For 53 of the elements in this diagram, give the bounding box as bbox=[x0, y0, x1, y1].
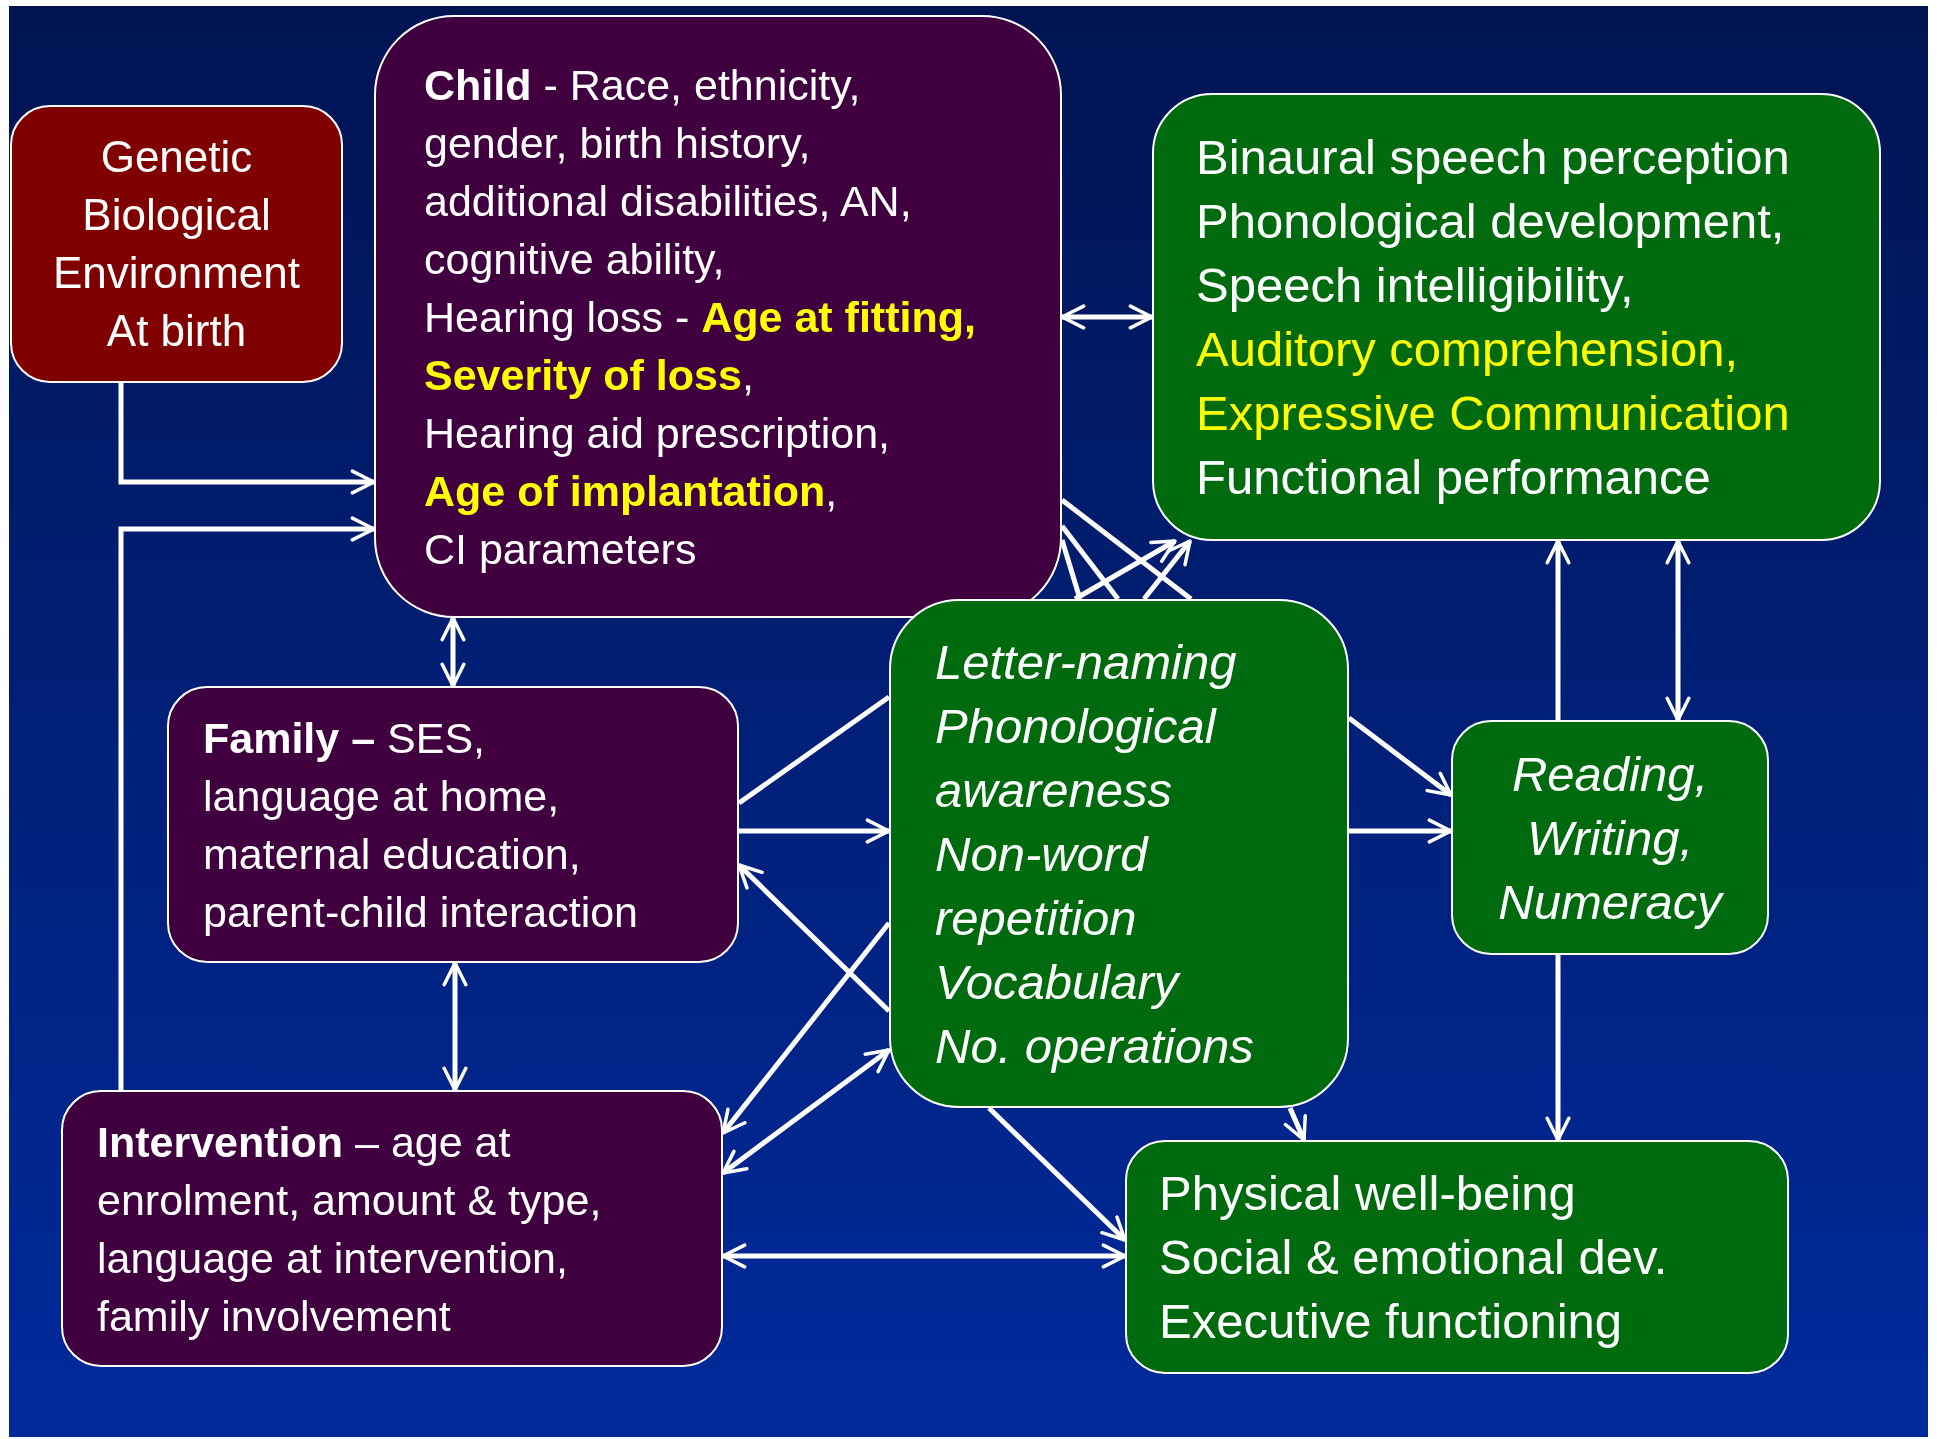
factor-box bbox=[61, 1090, 723, 1367]
skills-box bbox=[889, 599, 1349, 1108]
box-text: Hearing loss - Age at fitting, Severity of loss, bbox=[424, 291, 977, 401]
arrow bbox=[721, 1048, 891, 1175]
arrow bbox=[1545, 539, 1571, 720]
factor-box bbox=[10, 105, 343, 383]
box-text: Letter-naming bbox=[935, 633, 1238, 691]
box-text: Executive functioning bbox=[1159, 1293, 1624, 1350]
factor-box bbox=[167, 686, 739, 963]
factor-box bbox=[374, 15, 1062, 618]
box-text: CI parameters bbox=[424, 523, 698, 575]
box-text: Child - Race, ethnicity, gender, birth history, additional disabilities, AN, cognitive ability, bbox=[424, 59, 913, 285]
arrow bbox=[440, 616, 466, 688]
arrow bbox=[1349, 818, 1453, 844]
box-text: Family – SES, language at home, maternal education, parent-child interaction bbox=[203, 712, 640, 938]
box-text: Reading, Writing, Numeracy bbox=[1497, 745, 1725, 931]
arrow bbox=[1073, 538, 1177, 602]
box-text: Age of implantation, bbox=[424, 465, 839, 517]
arrow bbox=[1283, 1107, 1307, 1142]
box-text: Non-word repetition bbox=[935, 825, 1150, 947]
arrow bbox=[721, 921, 891, 1135]
arrow bbox=[1665, 539, 1691, 722]
arrow bbox=[1347, 716, 1453, 797]
box-text: No. operations bbox=[935, 1017, 1255, 1075]
box-text: Phonological awareness bbox=[935, 697, 1218, 819]
box-text: Binaural speech perception bbox=[1196, 129, 1791, 186]
arrow bbox=[987, 1106, 1127, 1242]
box-text: Intervention – age at enrolment, amount & type, language at intervention, family involvement bbox=[97, 1116, 603, 1342]
arrow bbox=[1060, 304, 1154, 330]
box-text: Vocabulary bbox=[935, 953, 1182, 1011]
outcome-box bbox=[1152, 93, 1881, 541]
arrow bbox=[1142, 539, 1192, 601]
arrow bbox=[118, 383, 376, 495]
outcome-box bbox=[1451, 720, 1769, 955]
arrow bbox=[721, 1243, 1127, 1269]
box-text: Functional performance bbox=[1196, 449, 1712, 506]
box-text: Environment bbox=[52, 247, 301, 299]
box-text: Genetic bbox=[99, 131, 254, 183]
arrow bbox=[737, 863, 891, 1013]
box-text: Speech intelligibility, bbox=[1196, 257, 1635, 314]
arrow bbox=[118, 516, 376, 1090]
box-text: Hearing aid prescription, bbox=[424, 407, 892, 459]
box-text: Auditory comprehension, bbox=[1196, 321, 1739, 378]
arrow bbox=[442, 961, 468, 1092]
box-text: Expressive Communication bbox=[1196, 385, 1791, 442]
box-text: Phonological development, bbox=[1196, 193, 1786, 250]
box-text: Physical well-being bbox=[1159, 1165, 1577, 1222]
arrow bbox=[739, 818, 891, 844]
arrow bbox=[1545, 955, 1571, 1142]
box-text: Social & emotional dev. bbox=[1159, 1229, 1669, 1286]
outcome-box bbox=[1125, 1140, 1789, 1374]
box-text: Biological bbox=[81, 189, 272, 241]
box-text: At birth bbox=[105, 305, 248, 357]
